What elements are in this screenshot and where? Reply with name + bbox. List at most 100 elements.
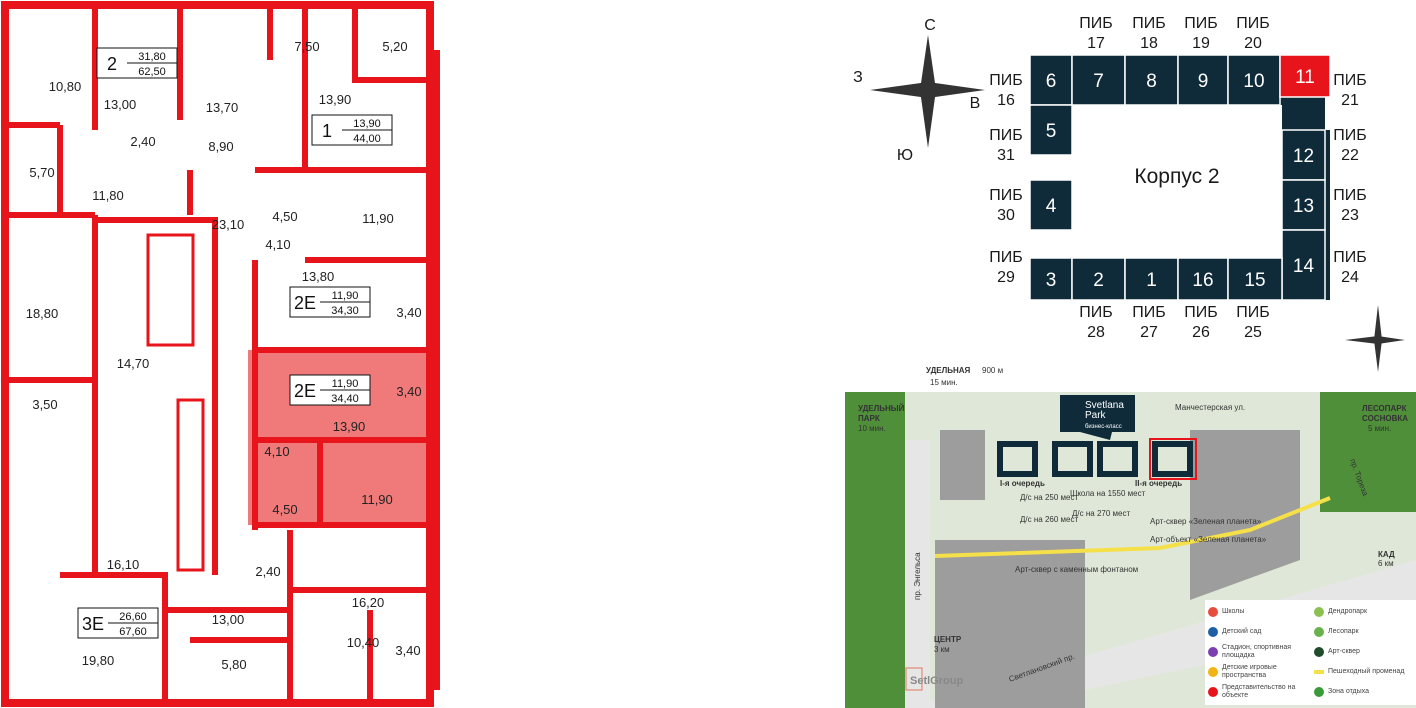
section-2[interactable]: 2	[1071, 257, 1126, 301]
svg-text:28: 28	[1087, 324, 1105, 341]
section-number: 9	[1198, 71, 1209, 92]
room-area: 13,90	[319, 92, 352, 107]
apartment-living-area: 31,80	[138, 51, 166, 63]
room-area: 13,80	[302, 269, 335, 284]
svg-text:ПИБ: ПИБ	[989, 249, 1023, 266]
section-number: 15	[1244, 270, 1265, 291]
section-15[interactable]: 15	[1227, 257, 1283, 301]
section-11[interactable]: 11	[1279, 54, 1331, 98]
room-area: 13,00	[212, 612, 245, 627]
section-5[interactable]: 5	[1029, 104, 1073, 156]
svg-text:ПИБ: ПИБ	[1236, 15, 1270, 32]
legend-label: Детские игровые пространства	[1222, 664, 1277, 679]
legend-label: Детский сад	[1222, 628, 1262, 635]
section-8[interactable]: 8	[1124, 54, 1179, 106]
map-note: Д/с на 270 мест	[1072, 509, 1130, 518]
section-13[interactable]: 13	[1281, 179, 1326, 231]
park-time: 10 мин.	[858, 424, 886, 433]
legend-item: Зона отдыха	[1314, 682, 1414, 702]
section-12[interactable]: 12	[1281, 129, 1326, 181]
section-7[interactable]: 7	[1071, 54, 1126, 106]
legend-item: Представительство на объекте	[1208, 682, 1312, 702]
svg-text:18: 18	[1140, 35, 1158, 52]
map-note: Д/с на 260 мест	[1020, 515, 1078, 524]
pib-label: ПИБ 29	[989, 249, 1023, 286]
room-area: 2,40	[255, 564, 280, 579]
legend-icon	[1314, 627, 1324, 637]
map-note: Д/с на 250 мест	[1020, 493, 1078, 502]
center-distance: 3 км	[934, 645, 950, 654]
section-9[interactable]: 9	[1177, 54, 1229, 106]
street-label: пр. Энгельса	[913, 552, 922, 600]
section-number: 6	[1046, 71, 1057, 92]
section-number: 10	[1243, 71, 1264, 92]
legend-icon	[1314, 670, 1324, 674]
section-16[interactable]: 16	[1177, 257, 1229, 301]
section-number: 4	[1046, 196, 1057, 217]
apartment-living-area: 13,90	[353, 118, 381, 130]
legend-item: Стадион, спортивная площадка	[1208, 642, 1312, 662]
map-note: Арт-сквер «Зеленая планета»	[1150, 517, 1262, 526]
apartment-living-area: 11,90	[332, 378, 359, 390]
room-area: 5,20	[382, 39, 407, 54]
svg-text:ПИБ: ПИБ	[1079, 15, 1113, 32]
metro-name: УДЕЛЬНАЯ	[926, 366, 971, 375]
svg-text:ПИБ: ПИБ	[989, 187, 1023, 204]
svg-text:ПИБ: ПИБ	[1333, 72, 1367, 89]
legend-label: Школы	[1222, 608, 1245, 615]
section-10[interactable]: 10	[1227, 54, 1281, 106]
legend-item: Детские игровые пространства	[1208, 662, 1312, 682]
room-area: 11,80	[92, 188, 124, 203]
park-label: ПАРК	[858, 414, 880, 423]
svg-text:ПИБ: ПИБ	[1132, 15, 1166, 32]
room-area: 4,10	[265, 237, 290, 252]
svg-text:ПИБ: ПИБ	[1132, 304, 1166, 321]
svg-text:26: 26	[1192, 324, 1210, 341]
svg-text:16: 16	[997, 92, 1015, 109]
room-area: 5,70	[29, 165, 54, 180]
svg-text:22: 22	[1341, 147, 1359, 164]
section-number: 13	[1293, 196, 1314, 217]
room-area: 4,10	[264, 444, 289, 459]
room-area: 4,50	[272, 502, 297, 517]
apartment-rooms: 3Е	[82, 614, 104, 634]
legend-item: Пешеходный променад	[1314, 662, 1414, 682]
room-area: 7,50	[294, 39, 319, 54]
room-area: 13,70	[206, 100, 239, 115]
selected-building-marker	[1149, 438, 1197, 480]
phase-label: I-я очередь	[1000, 479, 1045, 488]
section-6[interactable]: 6	[1029, 54, 1073, 106]
developer-logo: SetlGroup	[910, 675, 963, 687]
site-map: Svetlana Park бизнес-класс УДЕЛЬНАЯ 900 …	[845, 366, 1416, 708]
section-4[interactable]: 4	[1029, 179, 1073, 231]
svg-text:29: 29	[997, 269, 1015, 286]
room-area: 3,40	[396, 305, 421, 320]
room-area: 13,90	[333, 419, 366, 434]
section-1[interactable]: 1	[1124, 257, 1179, 301]
room-area: 3,40	[396, 384, 421, 399]
legend-item: Арт-сквер	[1314, 642, 1414, 662]
svg-text:ПИБ: ПИБ	[1333, 127, 1367, 144]
phase-label: II-я очередь	[1135, 479, 1182, 488]
legend-icon	[1208, 607, 1218, 617]
map-note: Арт-объект «Зеленая планета»	[1150, 535, 1267, 544]
svg-text:ПИБ: ПИБ	[1236, 304, 1270, 321]
legend-label: Дендропарк	[1328, 608, 1368, 615]
compass-west: З	[853, 69, 863, 86]
legend-icon	[1314, 607, 1324, 617]
room-area: 10,80	[49, 79, 82, 94]
room-area: 19,80	[82, 653, 115, 668]
section-3[interactable]: 3	[1029, 257, 1073, 301]
svg-text:ПИБ: ПИБ	[1333, 249, 1367, 266]
section-number: 11	[1295, 67, 1315, 88]
section-14[interactable]: 14	[1281, 229, 1326, 301]
